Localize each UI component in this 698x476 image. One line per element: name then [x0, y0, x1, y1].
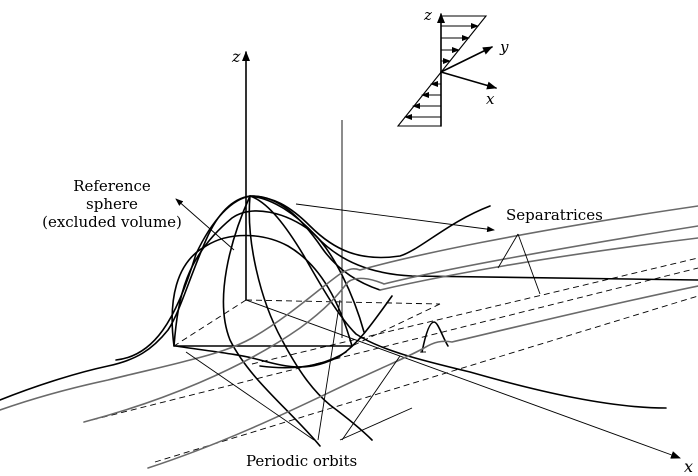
inset-velocity-arrows [404, 23, 479, 120]
svg-text:(excluded volume): (excluded volume) [42, 213, 182, 231]
dashed-guides [91, 257, 698, 463]
separatrices-label: Separatrices [506, 206, 603, 224]
main-x-axis [245, 299, 681, 459]
svg-text:Reference: Reference [73, 177, 151, 195]
orbit-pointer-1 [185, 351, 315, 441]
svg-text:sphere: sphere [86, 195, 138, 213]
inset-x-label: x [486, 90, 495, 108]
upper-separatrix [249, 195, 491, 259]
inset-y-label: y [499, 38, 509, 56]
inset-y-axis [440, 46, 493, 73]
separatrix-pointer-upper [295, 203, 495, 233]
inset-x-axis [440, 71, 497, 90]
main-x-label: x [684, 457, 693, 476]
grey-trajectories [0, 205, 698, 469]
main-axes: z x [231, 47, 693, 476]
orbit-pointer-3 [341, 355, 401, 441]
reference-sphere-label: Reference sphere (excluded volume) [42, 177, 182, 231]
black-trajectories [0, 195, 698, 447]
periodic-orbit-hump [421, 321, 449, 353]
sphere-inner-dome [171, 234, 353, 347]
orbit-pointer-2 [317, 299, 341, 441]
sphere-middle-shell [173, 210, 365, 347]
periodic-orbits-label: Periodic orbits [246, 452, 357, 470]
sphere-pointer [175, 198, 235, 251]
inset-velocity-profile [396, 15, 488, 127]
inset-z-label: z [423, 6, 432, 24]
orbit-pointer-4 [339, 407, 413, 441]
main-z-label: z [231, 47, 241, 66]
annotation-pointers [175, 198, 541, 441]
shear-flow-inset: z y x [396, 6, 509, 127]
